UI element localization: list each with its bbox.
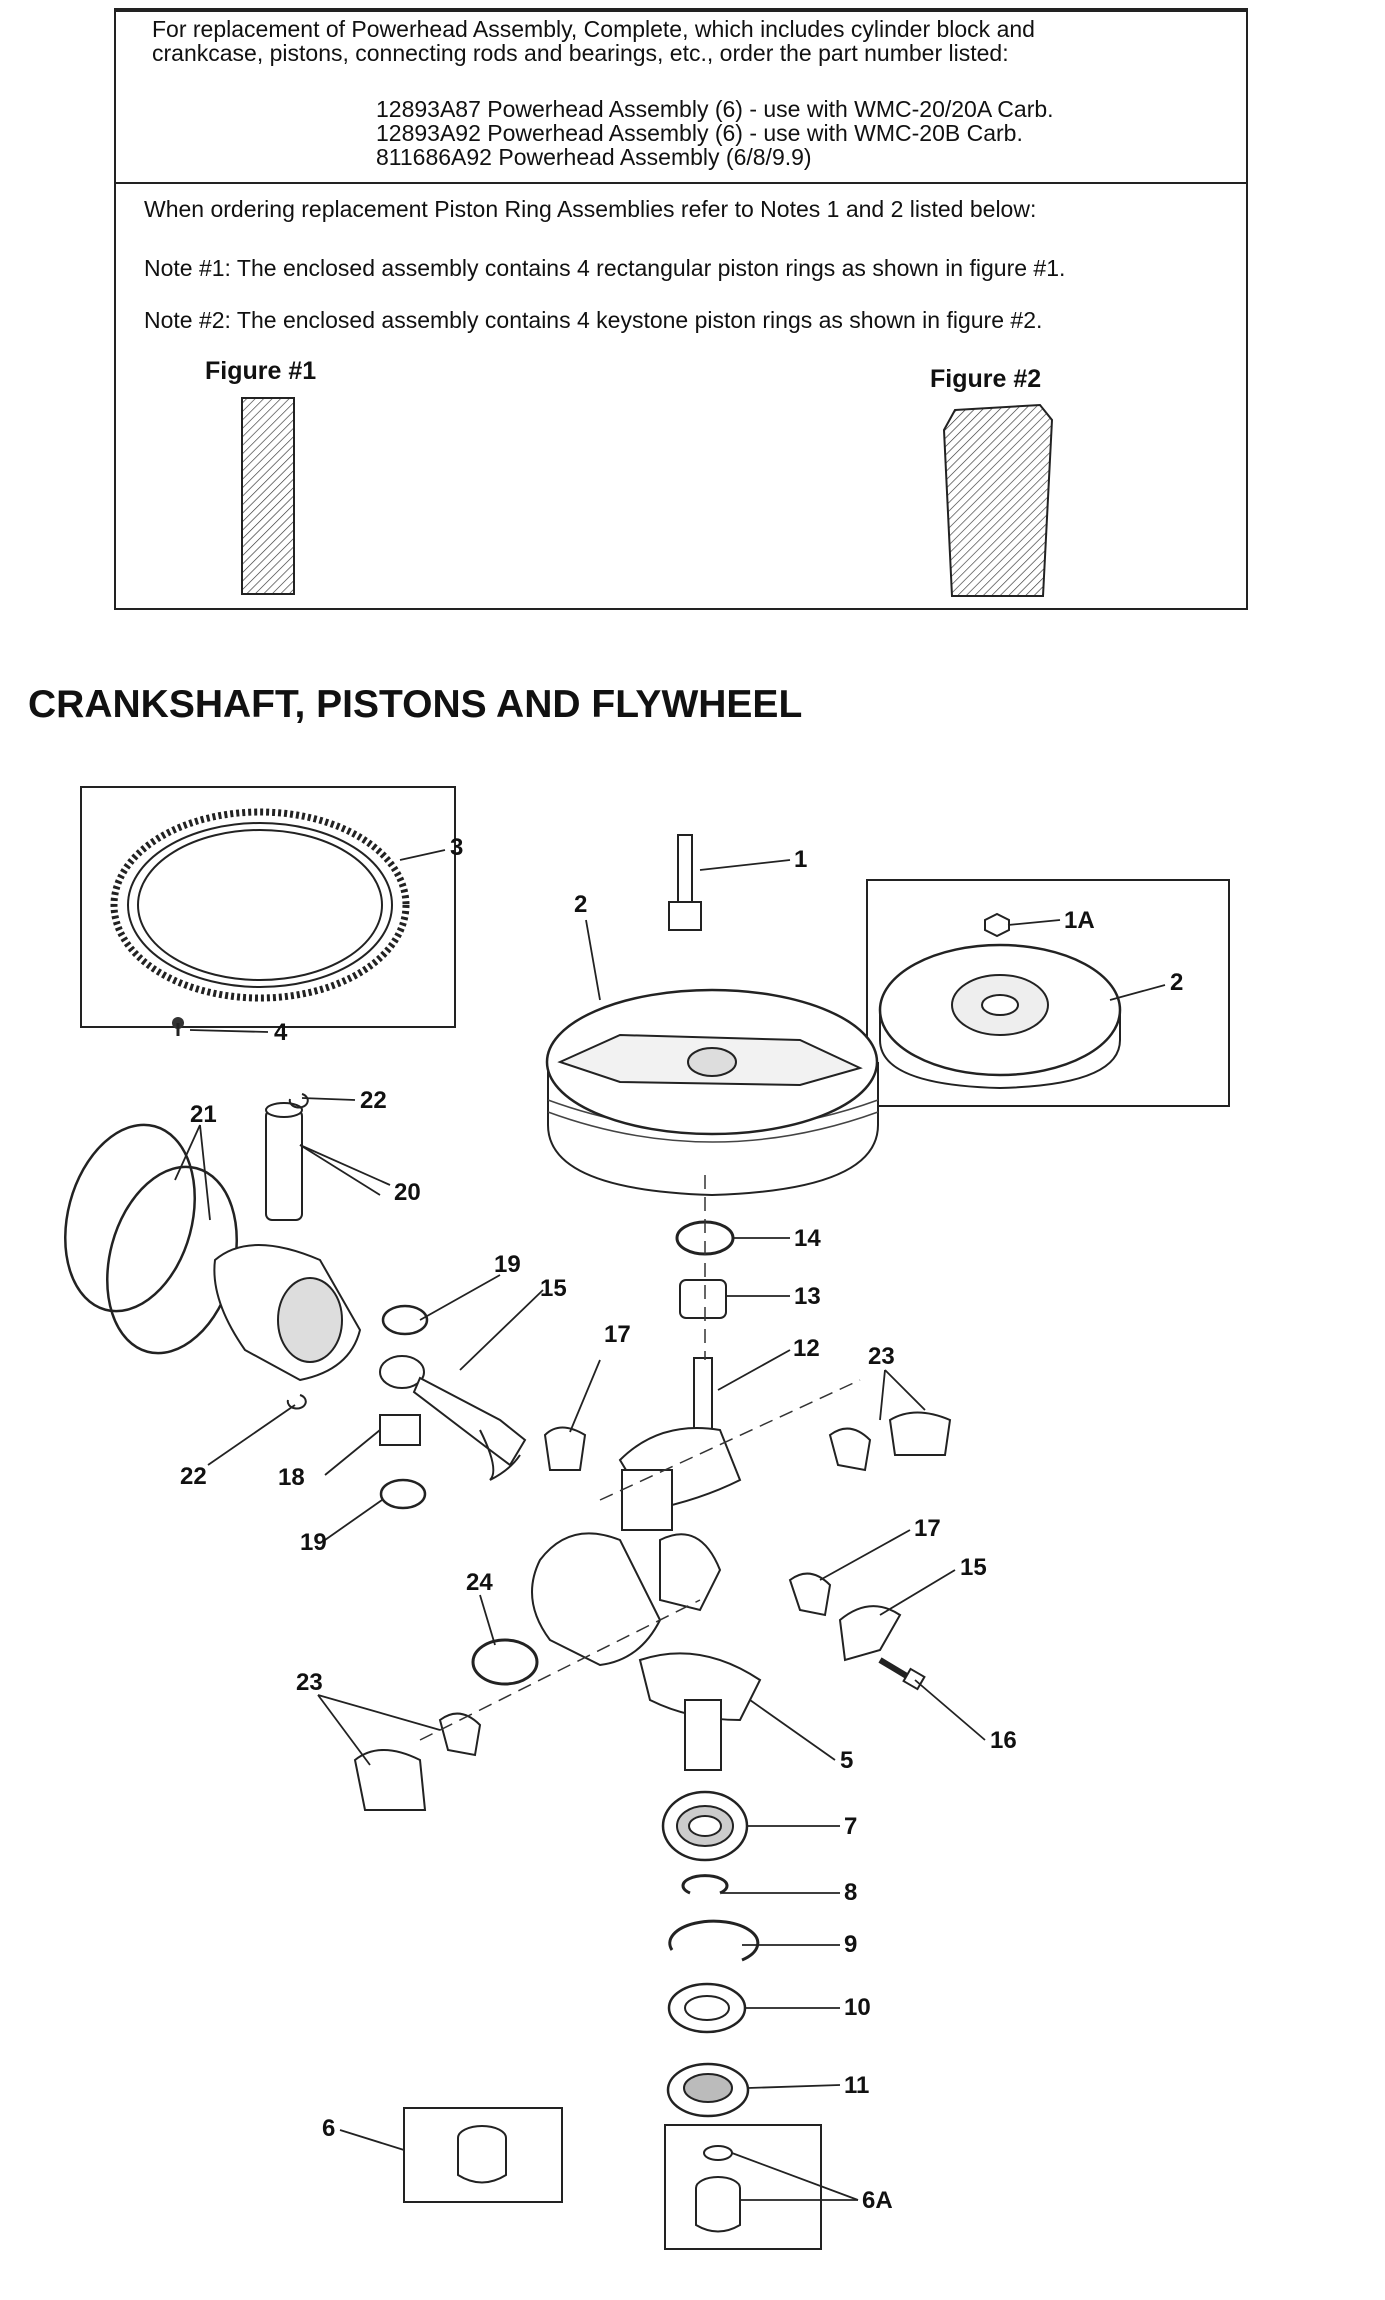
note-1: Note #1: The enclosed assembly contains …	[144, 255, 1066, 281]
callout-2-inset: 2	[1170, 969, 1183, 996]
piston-lower-icon	[531, 1532, 662, 1667]
keystone-ring-section-icon	[942, 403, 1054, 597]
callout-21: 21	[190, 1101, 217, 1128]
callout-6: 6	[322, 2115, 335, 2142]
callout-15-rod: 15	[540, 1275, 567, 1302]
thrust-washer-upper-icon	[381, 1304, 429, 1336]
bearing-half-23-right-icon	[828, 1427, 872, 1472]
callout-10: 10	[844, 1994, 871, 2021]
callout-23-right: 23	[868, 1343, 895, 1370]
bearing-half-17-upper-icon	[543, 1426, 587, 1471]
section-title: CRANKSHAFT, PISTONS AND FLYWHEEL	[28, 683, 803, 726]
ring-gear-inset-box	[80, 786, 456, 1028]
flywheel-alternate-icon	[878, 912, 1122, 1090]
figure-2-label: Figure #2	[930, 365, 1042, 393]
replacement-intro-line-1: For replacement of Powerhead Assembly, C…	[152, 16, 1035, 42]
o-ring-6a-icon	[703, 2145, 733, 2161]
needle-bearing-icon	[379, 1414, 421, 1446]
bearing-half-17-lower-icon	[788, 1572, 832, 1617]
callout-6a: 6A	[862, 2187, 893, 2214]
callout-12: 12	[793, 1335, 820, 1362]
ring-24-icon	[471, 1638, 539, 1686]
bushing-6-icon	[457, 2125, 507, 2184]
top-border	[114, 8, 1248, 10]
bearing-cap-23-right-icon	[888, 1411, 952, 1456]
flywheel-alt-inset-box	[866, 879, 1230, 1107]
callout-9: 9	[844, 1931, 857, 1958]
callout-7: 7	[844, 1813, 857, 1840]
part-number-line-1: 12893A87 Powerhead Assembly (6) - use wi…	[376, 96, 1054, 122]
callout-3: 3	[450, 834, 463, 861]
bushing-inset-box	[403, 2107, 563, 2203]
ring-gear-icon	[110, 808, 410, 1002]
callout-24: 24	[466, 1569, 493, 1596]
piston-upper-icon	[213, 1244, 362, 1382]
screw-4-icon	[172, 1017, 184, 1036]
rod-screw-icon	[878, 1657, 926, 1691]
part-number-line-3: 811686A92 Powerhead Assembly (6/8/9.9)	[376, 144, 812, 170]
bushing-6a-icon	[695, 2176, 741, 2233]
callout-19-upper: 19	[494, 1251, 521, 1278]
washer-10-icon	[667, 1982, 747, 2034]
connecting-rod-icon	[379, 1355, 527, 1481]
piston-pin-clip-icon	[288, 1093, 309, 1109]
callout-14: 14	[794, 1225, 821, 1252]
callout-18: 18	[278, 1464, 305, 1491]
callout-22-upper: 22	[360, 1087, 387, 1114]
rectangular-ring-section-icon	[241, 397, 295, 595]
callout-17-upper: 17	[604, 1321, 631, 1348]
flywheel-icon	[545, 988, 879, 1197]
replacement-notes-box	[114, 10, 1248, 610]
piston-pin-clip-lower-icon	[286, 1394, 307, 1410]
callout-5: 5	[840, 1747, 853, 1774]
wrist-pin-icon	[265, 1102, 303, 1221]
callout-22-lower: 22	[180, 1463, 207, 1490]
callout-16: 16	[990, 1727, 1017, 1754]
figure-1-label: Figure #1	[205, 357, 317, 385]
bushing-6a-inset-box	[664, 2124, 822, 2250]
piston-rings-icon	[64, 1123, 238, 1355]
flywheel-bolt-icon	[668, 834, 702, 931]
assembly-guide-lines	[419, 1175, 861, 1741]
notes-divider	[116, 182, 1246, 184]
retaining-ring-9-icon	[668, 1919, 760, 1962]
crankshaft-icon	[618, 1357, 762, 1771]
callout-23-left: 23	[296, 1669, 323, 1696]
callout-17-lower: 17	[914, 1515, 941, 1542]
callout-2-main: 2	[574, 891, 587, 918]
callout-20: 20	[394, 1179, 421, 1206]
callout-4: 4	[274, 1019, 288, 1046]
piston-ring-intro: When ordering replacement Piston Ring As…	[144, 196, 1037, 222]
oil-seal-11-icon	[666, 2062, 750, 2118]
bearing-13-icon	[679, 1279, 727, 1319]
replacement-intro-line-2: crankcase, pistons, connecting rods and …	[152, 40, 1009, 66]
callout-1: 1	[794, 846, 807, 873]
ball-bearing-7-icon	[661, 1790, 749, 1862]
callout-1a: 1A	[1064, 907, 1095, 934]
note-2: Note #2: The enclosed assembly contains …	[144, 307, 1043, 333]
callout-19-lower: 19	[300, 1529, 327, 1556]
callout-13: 13	[794, 1283, 821, 1310]
snap-ring-8-icon	[681, 1874, 729, 1895]
callout-15-cap: 15	[960, 1554, 987, 1581]
part-number-line-2: 12893A92 Powerhead Assembly (6) - use wi…	[376, 120, 1023, 146]
callout-8: 8	[844, 1879, 857, 1906]
callout-leaders	[174, 849, 1166, 2201]
callout-11: 11	[844, 2072, 869, 2099]
thrust-washer-lower-icon	[379, 1478, 427, 1510]
rod-cap-15-icon	[838, 1605, 902, 1662]
